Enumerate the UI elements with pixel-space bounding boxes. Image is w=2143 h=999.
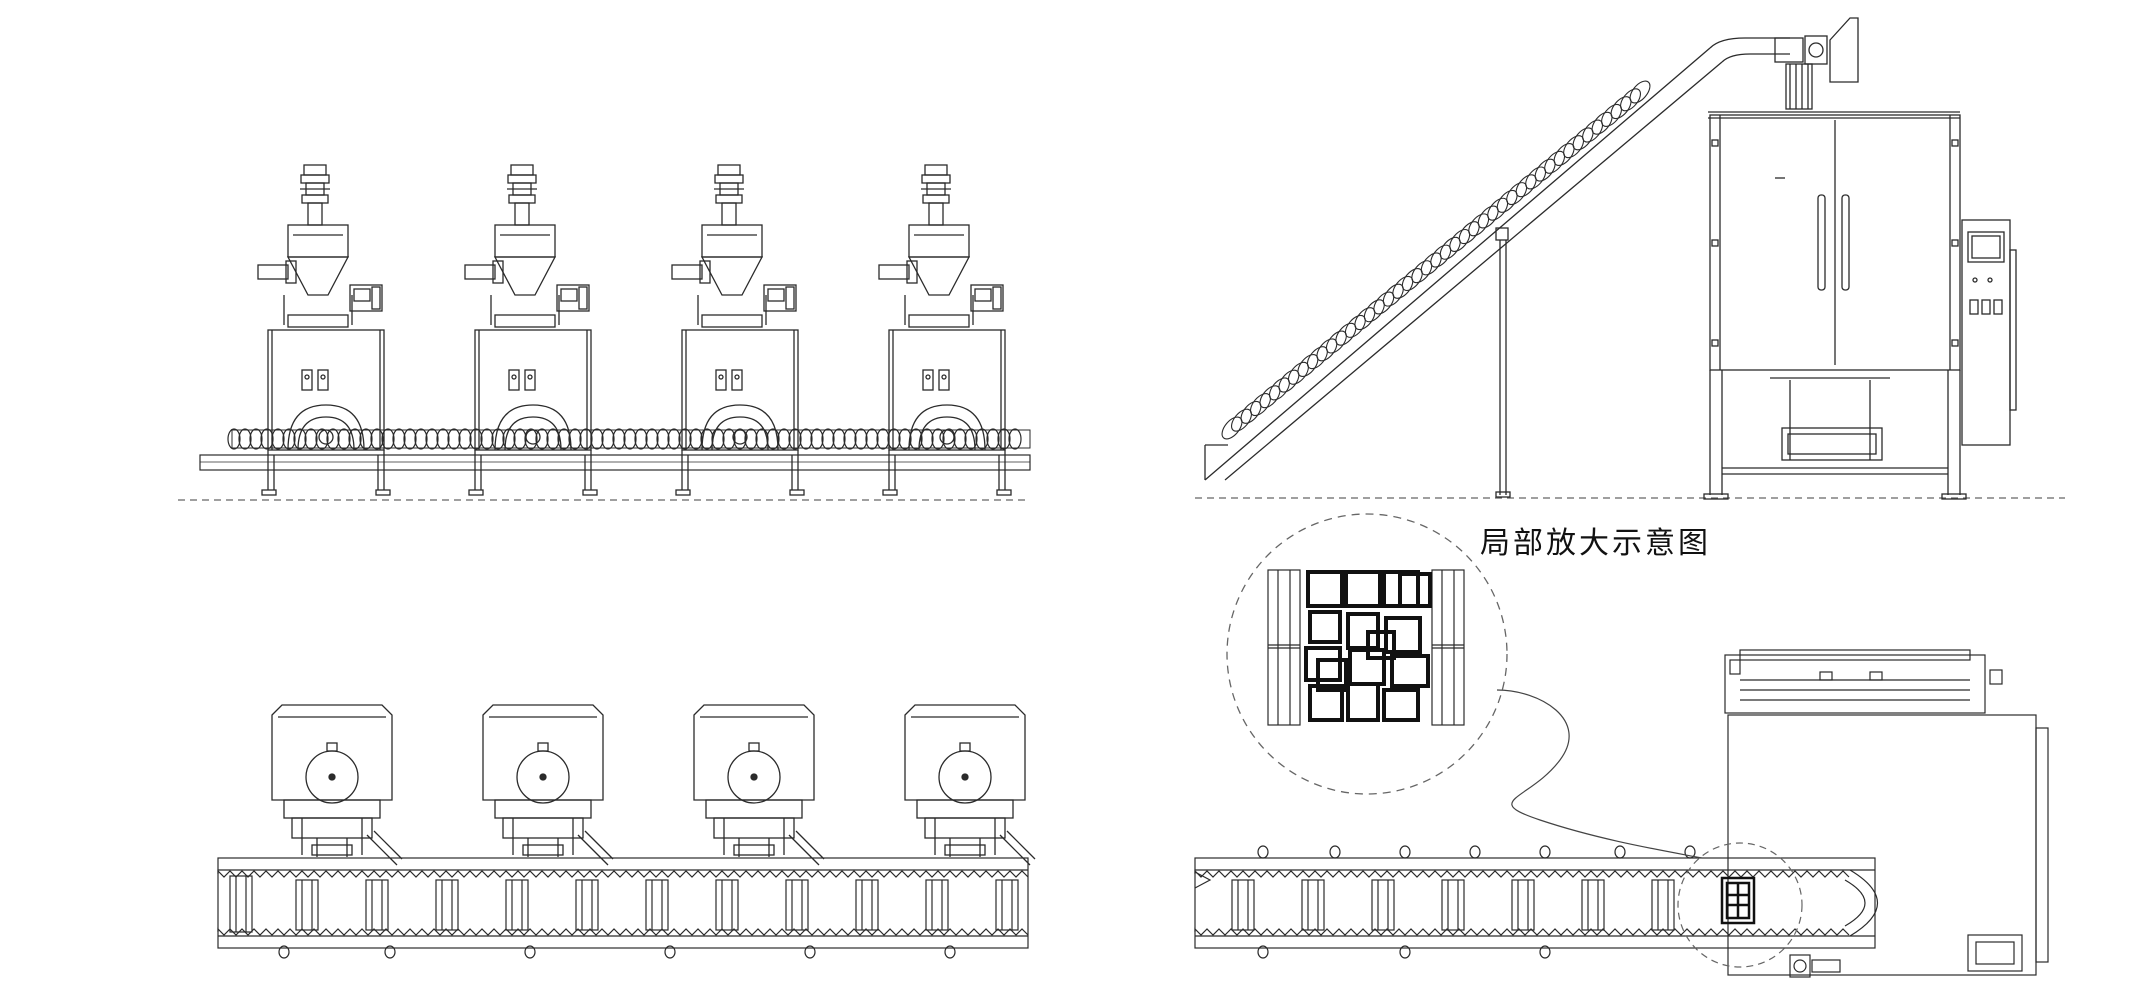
front-elevation-view — [178, 164, 1031, 501]
magnified-detail — [1226, 513, 1703, 859]
detail-caption: 局部放大示意图 — [1480, 526, 1711, 561]
side-elevation-view — [1195, 17, 2065, 500]
detail-plan-view — [1194, 649, 2049, 978]
top-plan-view — [217, 704, 1036, 959]
